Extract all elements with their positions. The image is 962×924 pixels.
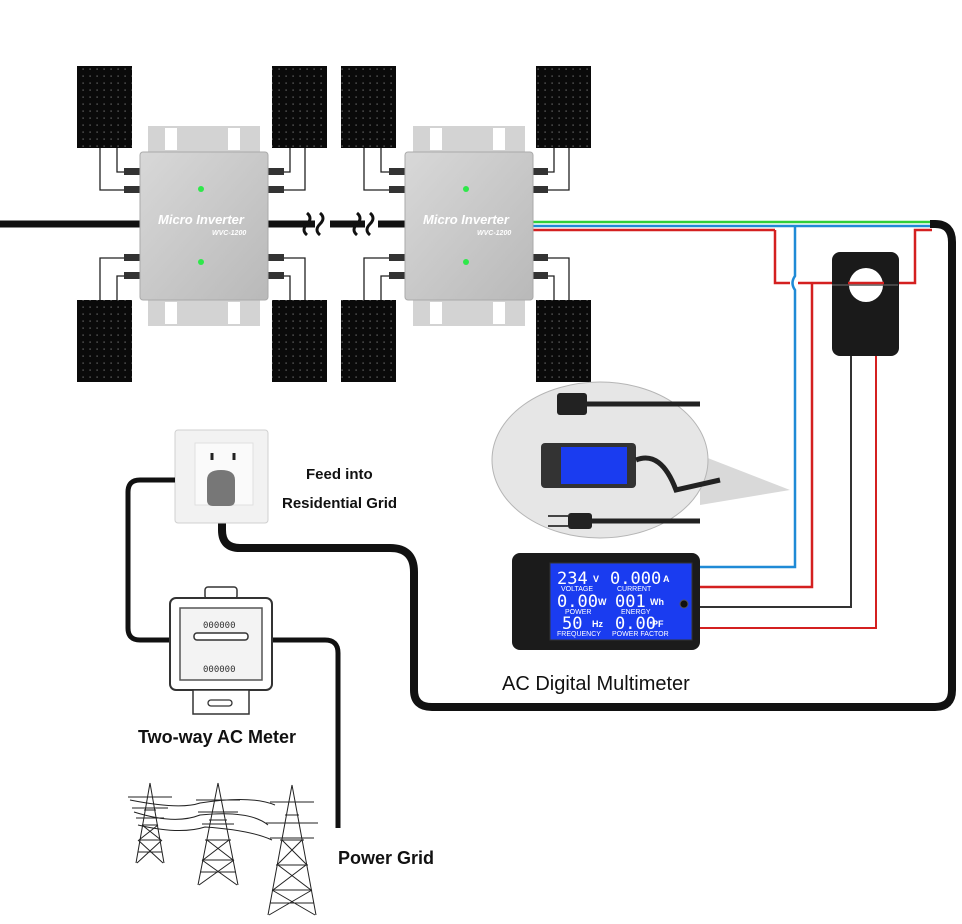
grid-feed-cable: [218, 220, 956, 711]
meter-digits-top: 000000: [203, 621, 236, 631]
inverter-model: WVC-1200: [212, 230, 246, 237]
solar-panel: [77, 300, 132, 382]
svg-text:POWER FACTOR: POWER FACTOR: [612, 631, 669, 638]
transmission-tower: [128, 782, 172, 864]
solar-panel: [272, 66, 327, 148]
inverter-title: Micro Inverter: [423, 212, 510, 227]
status-led: [198, 259, 204, 265]
two-way-meter-label: Two-way AC Meter: [138, 727, 297, 747]
status-led: [463, 186, 469, 192]
plug-icon: [568, 513, 592, 529]
micro-inverter-2: Micro Inverter WVC-1200: [404, 126, 534, 326]
product-callout: [491, 381, 790, 539]
multimeter-label: AC Digital Multimeter: [502, 673, 690, 695]
svg-text:ENERGY: ENERGY: [621, 609, 651, 616]
solar-panel: [272, 300, 327, 382]
meter-cable-left: [125, 477, 175, 643]
transmission-tower: [266, 784, 318, 916]
svg-text:Wh: Wh: [650, 597, 664, 607]
micro-inverter-1: Micro Inverter WVC-1200: [139, 126, 269, 326]
svg-text:POWER: POWER: [565, 609, 591, 616]
svg-text:VOLTAGE: VOLTAGE: [561, 586, 593, 593]
svg-text:A: A: [663, 574, 670, 584]
svg-text:PF: PF: [652, 619, 664, 629]
mc4-connectors: [124, 168, 548, 279]
feed-into-label: Feed into: [306, 466, 373, 483]
ac-digital-multimeter: 234 V VOLTAGE 0.000 A CURRENT 0.00 W POW…: [512, 553, 700, 650]
svg-text:Hz: Hz: [592, 619, 603, 629]
two-way-ac-meter: 000000 000000: [169, 586, 273, 715]
iec-connector-icon: [557, 393, 587, 415]
transmission-tower: [196, 782, 240, 886]
svg-text:W: W: [598, 597, 607, 607]
solar-panels: [77, 66, 591, 382]
power-grid-towers: [128, 782, 318, 916]
solar-panel: [341, 300, 396, 382]
energy-value: 001: [615, 592, 646, 612]
plug-icon: [207, 470, 235, 506]
current-transformer-clamp: [832, 252, 899, 356]
inverter-model: WVC-1200: [477, 230, 511, 237]
ac-trunk-cable: [0, 211, 408, 237]
cable-break-symbol: [302, 211, 312, 237]
svg-text:CURRENT: CURRENT: [617, 586, 652, 593]
svg-text:V: V: [593, 574, 599, 584]
frequency-value: 50: [562, 614, 582, 634]
solar-panel: [341, 66, 396, 148]
current-value: 0.000: [610, 569, 661, 589]
solar-panel: [77, 66, 132, 148]
wiring-colored: [530, 220, 935, 629]
reset-button: [679, 599, 689, 609]
power-factor-value: 0.00: [615, 614, 656, 634]
meter-cable-right: [272, 637, 341, 828]
voltage-value: 234: [557, 569, 588, 589]
solar-panel: [536, 66, 591, 148]
status-led: [198, 186, 204, 192]
inverter-title: Micro Inverter: [158, 212, 245, 227]
svg-text:FREQUENCY: FREQUENCY: [557, 631, 601, 638]
power-value: 0.00: [557, 592, 598, 612]
meter-digits-bottom: 000000: [203, 665, 236, 675]
solar-panel: [536, 300, 591, 382]
power-grid-label: Power Grid: [338, 848, 435, 868]
status-led: [463, 259, 469, 265]
residential-grid-label: Residential Grid: [282, 495, 398, 512]
wall-outlet: [174, 429, 269, 524]
